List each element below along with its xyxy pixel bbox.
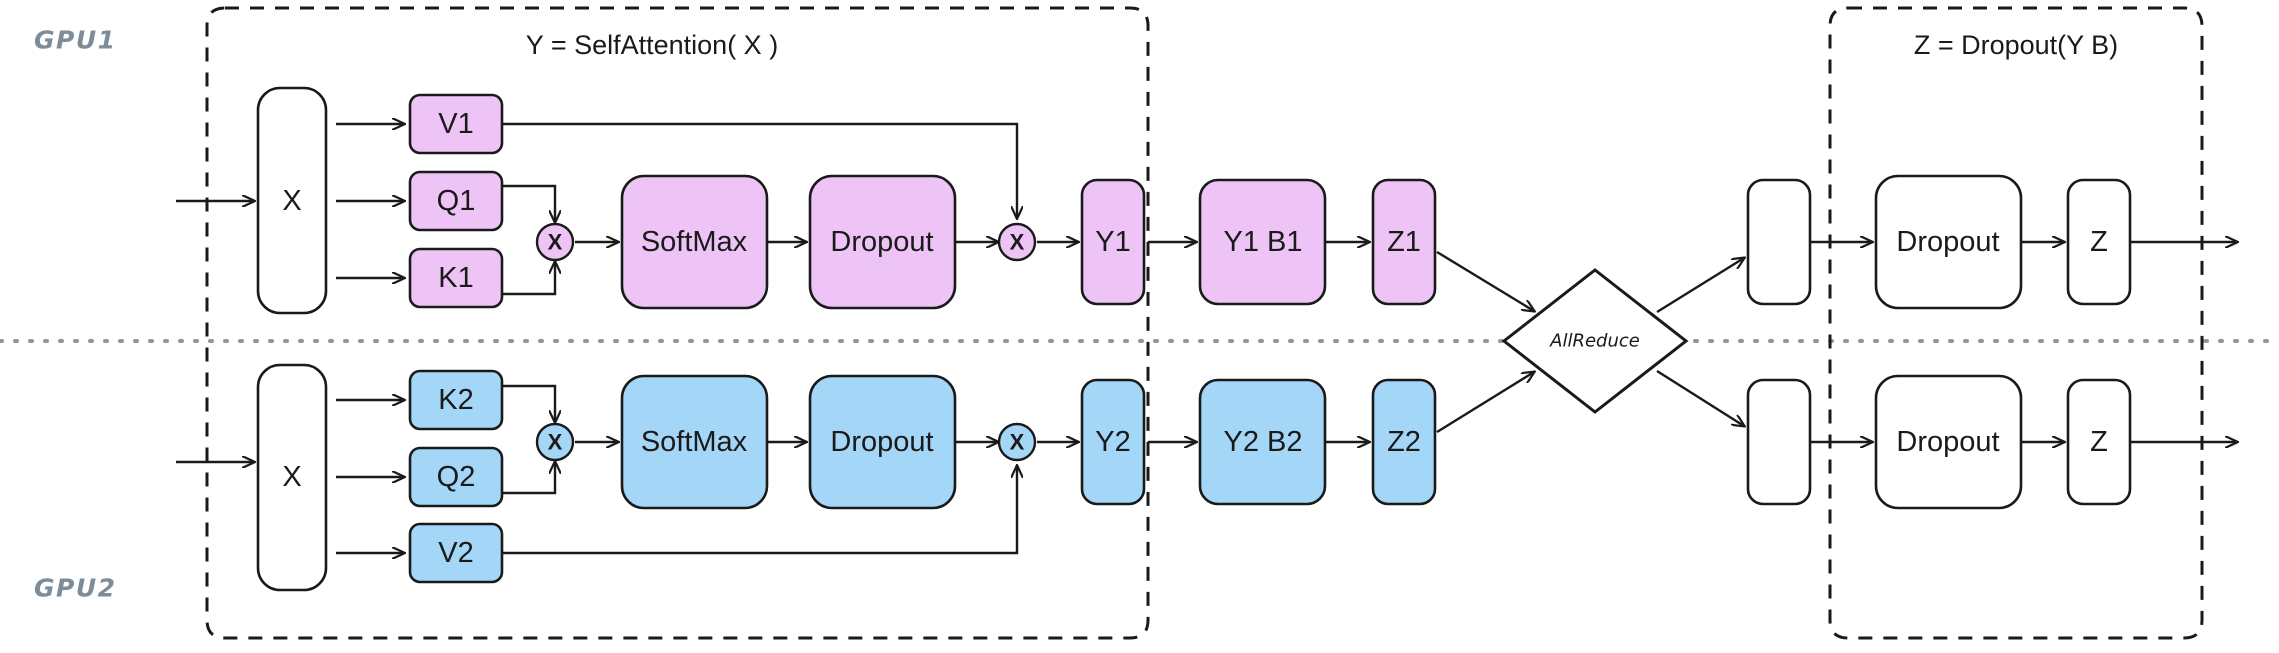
gpu2-matmul-2-node[interactable] <box>997 422 1037 462</box>
gpu1-matmul-2-node[interactable] <box>997 222 1037 262</box>
gpu2-matmul-2-label: X <box>1010 430 1025 455</box>
gpu2-out-dropout-label: Dropout <box>1896 426 1999 458</box>
selfattention-group-box <box>205 6 1150 640</box>
gpu2-gather-box[interactable] <box>1746 378 1812 506</box>
gpu1-out-z-label: Z <box>2090 226 2108 258</box>
gpu1-y1-label: Y1 <box>1095 226 1130 258</box>
gpu1-label: GPU1 <box>34 26 117 55</box>
gpu2-softmax-label: SoftMax <box>641 426 748 458</box>
gpu2-label: GPU2 <box>34 574 117 603</box>
gpu2-v2-label: V2 <box>438 537 473 569</box>
gpu2-matmul-1-label: X <box>548 430 563 455</box>
gpu1-k1-box[interactable] <box>408 247 504 309</box>
gpu1-z1-to-allreduce-arrow <box>1436 250 1534 311</box>
allreduce-to-gpu1-gather-arrow <box>1656 258 1744 314</box>
selfattention-group-title: Y = SelfAttention( X ) <box>526 30 778 60</box>
gpu2-out-z-label: Z <box>2090 426 2108 458</box>
gpu2-k2-label: K2 <box>438 384 473 416</box>
gpu2-x-box[interactable] <box>256 363 328 592</box>
gpu1-matmul-1-label: X <box>548 230 563 255</box>
allreduce-label: AllReduce <box>1549 331 1640 352</box>
gpu1-z1-label: Z1 <box>1387 226 1421 258</box>
gpu2-k2-to-mul-edge <box>502 384 555 422</box>
gpu1-q1-box[interactable] <box>408 170 504 232</box>
gpu1-z1-box[interactable] <box>1371 178 1437 306</box>
gpu1-out-dropout-label: Dropout <box>1896 226 1999 258</box>
gpu1-q1-to-mul-edge <box>502 184 555 222</box>
gpu1-q1-label: Q1 <box>437 185 476 217</box>
allreduce-node[interactable] <box>1501 268 1689 414</box>
dropout-group-title: Z = Dropout(Y B) <box>1914 30 2118 60</box>
gpu1-matmul-1-node[interactable] <box>535 222 575 262</box>
gpu1-k1-label: K1 <box>438 262 473 294</box>
gpu1-gather-box[interactable] <box>1746 178 1812 306</box>
gpu2-matmul-1-node[interactable] <box>535 422 575 462</box>
gpu2-q2-label: Q2 <box>437 461 476 493</box>
gpu2-z2-label: Z2 <box>1387 426 1421 458</box>
gpu1-x-label: X <box>282 185 301 217</box>
gpu1-v1-label: V1 <box>438 108 473 140</box>
dropout-group-box <box>1828 6 2204 640</box>
gpu2-y2-box[interactable] <box>1080 378 1146 506</box>
gpu2-z2-box[interactable] <box>1371 378 1437 506</box>
allreduce-to-gpu2-gather-arrow <box>1656 369 1744 426</box>
gpu1-y1-box[interactable] <box>1080 178 1146 306</box>
gpu2-q2-box[interactable] <box>408 446 504 508</box>
gpu1-softmax-label: SoftMax <box>641 226 748 258</box>
gpu2-y2-label: Y2 <box>1095 426 1130 458</box>
gpu2-k2-box[interactable] <box>408 369 504 431</box>
gpu2-z2-to-allreduce-arrow <box>1436 372 1534 434</box>
gpu1-x-box[interactable] <box>256 86 328 315</box>
gpu2-q2-to-mul-edge <box>502 462 555 495</box>
gpu2-y2b2-label: Y2 B2 <box>1224 426 1303 458</box>
gpu1-y1b1-label: Y1 B1 <box>1224 226 1303 258</box>
gpu2-v2-to-mul2-edge <box>502 466 1017 555</box>
gpu1-k1-to-mul-edge <box>502 262 555 296</box>
gpu1-dropout-label: Dropout <box>830 226 933 258</box>
gpu2-x-label: X <box>282 461 301 493</box>
gpu1-matmul-2-label: X <box>1010 230 1025 255</box>
gpu2-dropout-label: Dropout <box>830 426 933 458</box>
gpu1-v1-to-mul2-edge <box>502 122 1017 218</box>
